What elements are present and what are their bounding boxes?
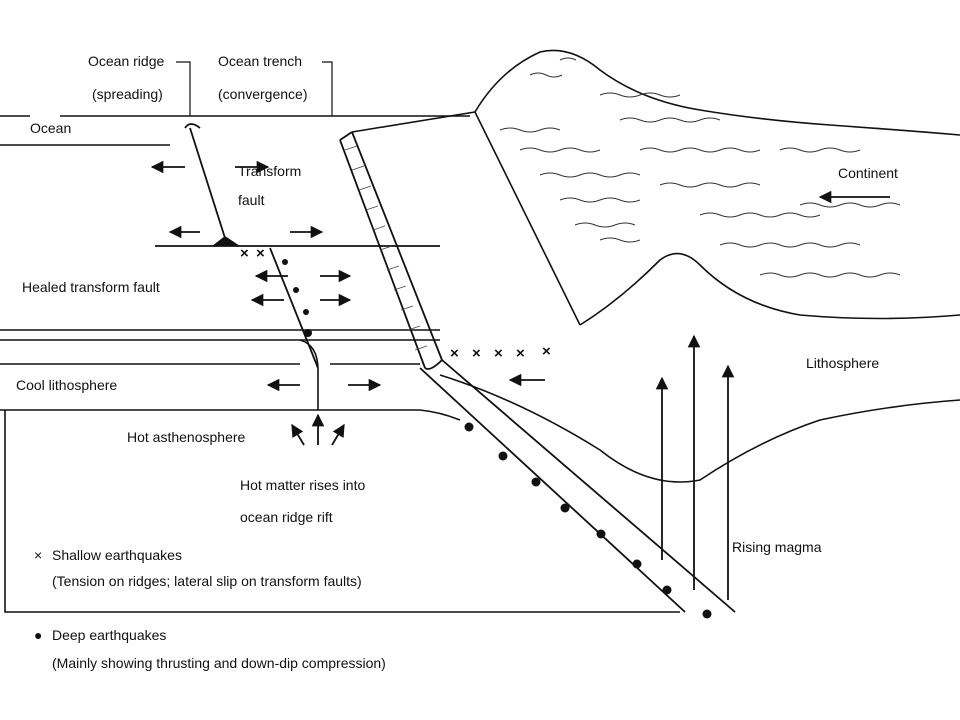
hot-asthenosphere-label: Hot asthenosphere [127,429,246,445]
deep-earthquake-marker [702,609,712,619]
transform-fault-lines [155,123,440,369]
ocean-ridge-sub-label: (spreading) [92,86,163,102]
motion-arrows [150,160,890,600]
slab-hatching [344,145,428,351]
shallow-earthquake-marker: × [256,245,265,262]
continent-label: Continent [838,165,898,181]
ocean-trench-sub-label: (convergence) [218,86,308,102]
continent-block [351,49,960,326]
shallow-earthquake-marker: × [494,345,503,362]
ocean-label: Ocean [30,120,71,136]
rising-magma-label: Rising magma [732,539,822,555]
deep-earthquake-legend-desc: (Mainly showing thrusting and down-dip c… [52,655,386,671]
shallow-earthquake-marker: × [542,343,551,360]
label-leaders [176,61,333,116]
transform-fault-label-2: fault [238,192,265,208]
deep-earthquake-marker [531,477,541,487]
shallow-earthquake-marker: × [516,345,525,362]
upwelling [299,339,319,410]
shallow-earthquake-markers: × × × × × × × [240,245,551,362]
ocean-trench-label: Ocean trench [218,53,302,69]
shallow-earthquake-marker: × [472,345,481,362]
shallow-earthquake-legend-desc: (Tension on ridges; lateral slip on tran… [52,573,362,589]
continent-texture [499,57,901,278]
deep-earthquake-marker [282,259,288,265]
legend: × Shallow earthquakes (Tension on ridges… [34,547,386,671]
healed-transform-fault-label: Healed transform fault [22,279,160,295]
deep-earthquake-legend-title: Deep earthquakes [52,627,166,643]
deep-earthquake-marker [304,329,312,337]
ocean-ridge-label: Ocean ridge [88,53,164,69]
ocean-surface [0,115,470,146]
deep-earthquake-marker [498,451,508,461]
deep-earthquake-marker [293,287,299,293]
lithosphere-label: Lithosphere [806,355,879,371]
deep-earthquake-marker [596,529,606,539]
subducting-slab [339,131,736,613]
shallow-earthquake-marker: × [450,345,459,362]
deep-earthquake-marker [560,503,570,513]
hot-matter-label-1: Hot matter rises into [240,477,365,493]
deep-earthquake-legend-symbol: ● [34,627,42,643]
deep-earthquake-marker [303,309,309,315]
deep-earthquake-marker [662,585,672,595]
shallow-earthquake-legend-symbol: × [34,547,42,563]
cool-lithosphere-label: Cool lithosphere [16,377,117,393]
deep-earthquake-marker [632,559,642,569]
lithosphere-layers [0,252,960,613]
hot-matter-label-2: ocean ridge rift [240,509,333,525]
transform-fault-label: Transform [238,163,301,179]
shallow-earthquake-marker: × [240,245,249,262]
deep-earthquake-marker [464,422,474,432]
deep-earthquake-markers [282,259,712,619]
shallow-earthquake-legend-title: Shallow earthquakes [52,547,182,563]
ridge-apex [212,236,240,246]
